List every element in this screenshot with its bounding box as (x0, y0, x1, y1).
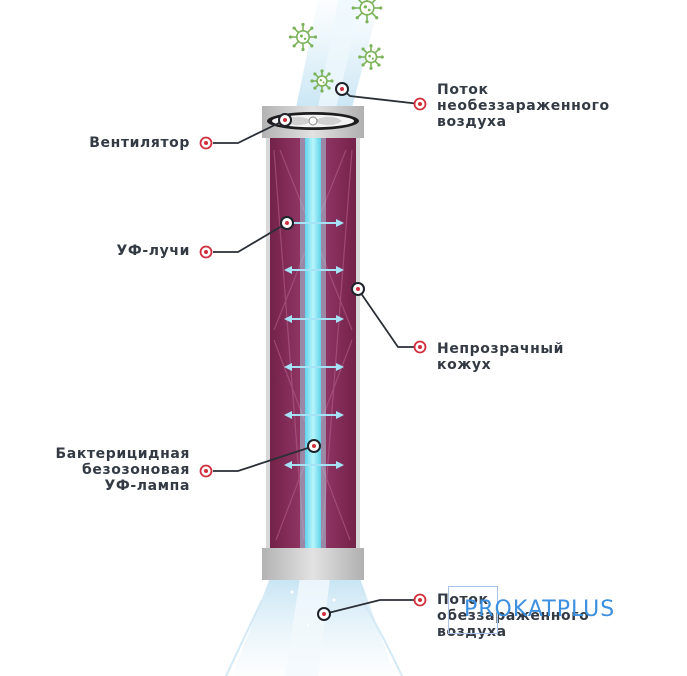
arrow-icon (284, 411, 344, 419)
outflow-air-stream-light (285, 578, 330, 676)
virus-icon (358, 44, 384, 70)
arrow-icon (284, 363, 344, 371)
marker-icon (278, 113, 292, 127)
leader-line-outflow (323, 599, 420, 615)
leader-line-uv-rays (213, 222, 288, 253)
leader-line-lamp (213, 445, 315, 472)
marker-icon (413, 593, 427, 607)
marker-icon (199, 136, 213, 150)
arrow-icon (284, 266, 344, 274)
label-fan: Вентилятор (89, 135, 190, 151)
uv-lamp (305, 136, 321, 550)
leader-line-fan (213, 119, 286, 144)
watermark-box (448, 586, 498, 634)
label-lamp: Бактерицидная безозоновая УФ-лампа (55, 446, 190, 494)
marker-icon (335, 82, 349, 96)
uv-arrows (284, 219, 344, 469)
leader-line-casing (357, 288, 420, 348)
viruses (288, 0, 384, 93)
arrow-icon (284, 315, 344, 323)
marker-icon (351, 282, 365, 296)
marker-icon (413, 97, 427, 111)
marker-icon (199, 464, 213, 478)
virus-icon (288, 22, 318, 52)
bottom-cap (262, 548, 364, 580)
arrow-icon (284, 461, 344, 469)
label-uv-rays: УФ-лучи (116, 243, 190, 259)
markers (199, 82, 427, 621)
label-outflow: Поток обеззараженного воздуха (437, 592, 590, 640)
label-inflow: Поток необеззараженного воздуха (437, 82, 610, 130)
marker-icon (307, 439, 321, 453)
outflow-air-trail (361, 599, 403, 676)
marker-icon (317, 607, 331, 621)
marker-icon (413, 340, 427, 354)
marker-icon (280, 216, 294, 230)
clean-air-sparkles (290, 590, 336, 627)
virus-icon (310, 69, 334, 93)
leader-lines (213, 88, 421, 615)
label-casing: Непрозрачный кожух (437, 341, 565, 373)
marker-icon (199, 245, 213, 259)
outflow-air-trail (225, 599, 263, 676)
watermark: PROKATPLUS (448, 586, 687, 636)
watermark-text: PROKATPLUS (464, 597, 616, 622)
virus-icon (351, 0, 383, 24)
